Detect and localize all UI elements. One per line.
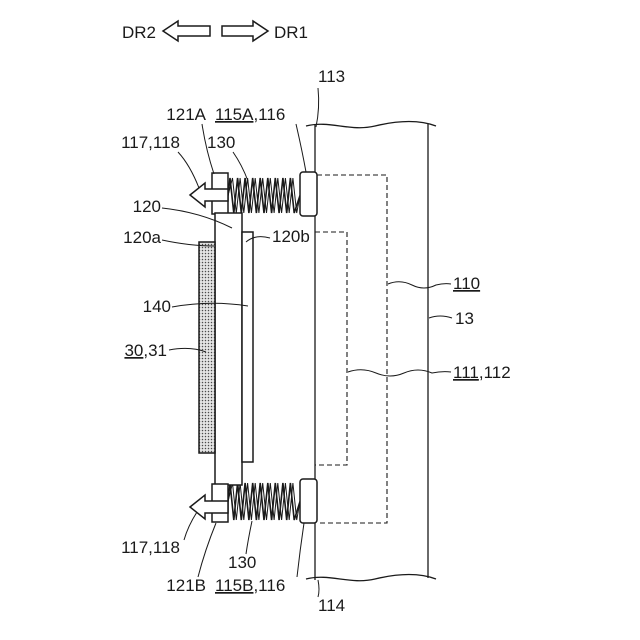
leader-13	[429, 316, 452, 318]
label-117-118-bottom: 117,118	[121, 538, 180, 557]
leader-114	[318, 580, 319, 597]
label-130-bottom: 130	[228, 553, 256, 572]
leader-117-bottom	[184, 512, 197, 540]
label-115b: 115B	[215, 576, 253, 595]
label-113: 113	[318, 67, 345, 86]
leader-121b	[198, 523, 216, 577]
label-115a: 115A	[215, 105, 254, 124]
dr1-label: DR1	[274, 23, 308, 42]
body-bottom-break-line	[306, 575, 436, 581]
body-top-break-line	[306, 122, 436, 128]
leader-113	[316, 88, 319, 127]
label-121b: 121B	[166, 576, 206, 595]
label-115a-116: 115A,116	[215, 105, 285, 124]
label-111: 111	[453, 363, 479, 382]
spring-130-bottom	[228, 483, 300, 520]
leader-130-bottom	[246, 521, 252, 554]
label-121a: 121A	[166, 105, 206, 124]
label-110: 110	[453, 274, 480, 293]
leader-110	[388, 282, 451, 288]
label-112: ,112	[479, 363, 511, 382]
label-30: 30	[124, 341, 143, 360]
spring-130-top	[228, 178, 300, 213]
label-120: 120	[133, 197, 161, 216]
outer-region-110	[317, 175, 387, 523]
layer-140	[242, 232, 253, 462]
leader-130-top	[233, 152, 248, 181]
leader-111-112	[348, 370, 451, 376]
panel-30-31	[199, 242, 215, 453]
dr1-right-arrow-icon	[222, 21, 268, 41]
label-13: 13	[455, 309, 474, 328]
leader-117-top	[178, 152, 199, 188]
dr2-left-arrow-icon	[163, 21, 210, 41]
dr2-label: DR2	[122, 23, 156, 42]
inner-region-111	[315, 232, 347, 465]
plate-120	[215, 213, 242, 485]
leader-115a	[296, 124, 306, 172]
label-110-text: 110	[453, 274, 480, 293]
holder-115b	[300, 479, 317, 523]
label-30-31: 30,31	[124, 341, 167, 360]
label-115b-116: 115B,116	[215, 576, 285, 595]
label-116-top: ,116	[253, 105, 285, 124]
label-140: 140	[143, 297, 171, 316]
label-114: 114	[318, 596, 345, 615]
label-120b: 120b	[272, 227, 310, 246]
label-31: ,31	[143, 341, 167, 360]
holder-115a	[300, 172, 317, 216]
label-130-top: 130	[207, 133, 235, 152]
label-120a: 120a	[123, 228, 161, 247]
label-116-bottom: ,116	[253, 576, 285, 595]
label-117-118-top: 117,118	[121, 133, 180, 152]
label-111-112: 111,112	[453, 363, 511, 382]
leader-115b	[297, 523, 304, 577]
